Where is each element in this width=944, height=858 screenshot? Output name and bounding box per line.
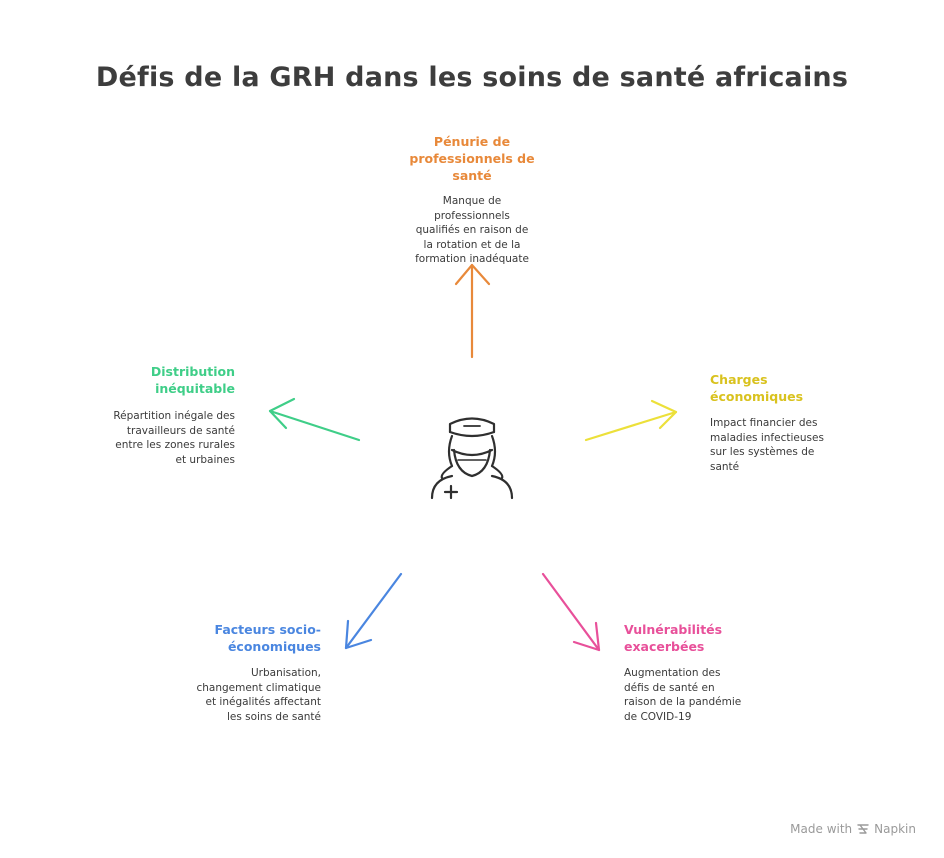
- node-desc-distribution: Répartition inégale des travailleurs de …: [113, 410, 235, 466]
- node-title-economic: Charges économiques: [710, 372, 804, 404]
- footer-brand: Napkin: [874, 822, 916, 836]
- node-title-socio: Facteurs socio-économiques: [214, 622, 321, 654]
- node-title-vulnerabilities: Vulnérabilités exacerbées: [624, 622, 723, 654]
- node-desc-vulnerabilities: Augmentation des défis de santé en raiso…: [624, 667, 742, 723]
- arrow-socio: [344, 572, 403, 650]
- arrow-economic: [584, 399, 678, 442]
- arrow-shortage: [454, 263, 491, 359]
- arrow-distribution: [268, 397, 361, 442]
- node-desc-economic: Impact financier des maladies infectieus…: [710, 417, 824, 473]
- node-title-distribution: Distribution inéquitable: [150, 364, 235, 396]
- healthcare-worker-icon: [430, 417, 514, 500]
- footer-credit: Made with Napkin: [790, 822, 916, 836]
- node-desc-shortage: Manque de professionnels qualifiés en ra…: [415, 195, 529, 265]
- arrow-vulnerabilities: [541, 572, 601, 652]
- napkin-logo-icon: [857, 824, 869, 834]
- node-desc-socio: Urbanisation, changement climatique et i…: [196, 667, 321, 723]
- diagram-title: Défis de la GRH dans les soins de santé …: [95, 62, 849, 93]
- footer-label: Made with: [790, 822, 853, 836]
- node-title-shortage: Pénurie de professionnels de santé: [409, 134, 535, 183]
